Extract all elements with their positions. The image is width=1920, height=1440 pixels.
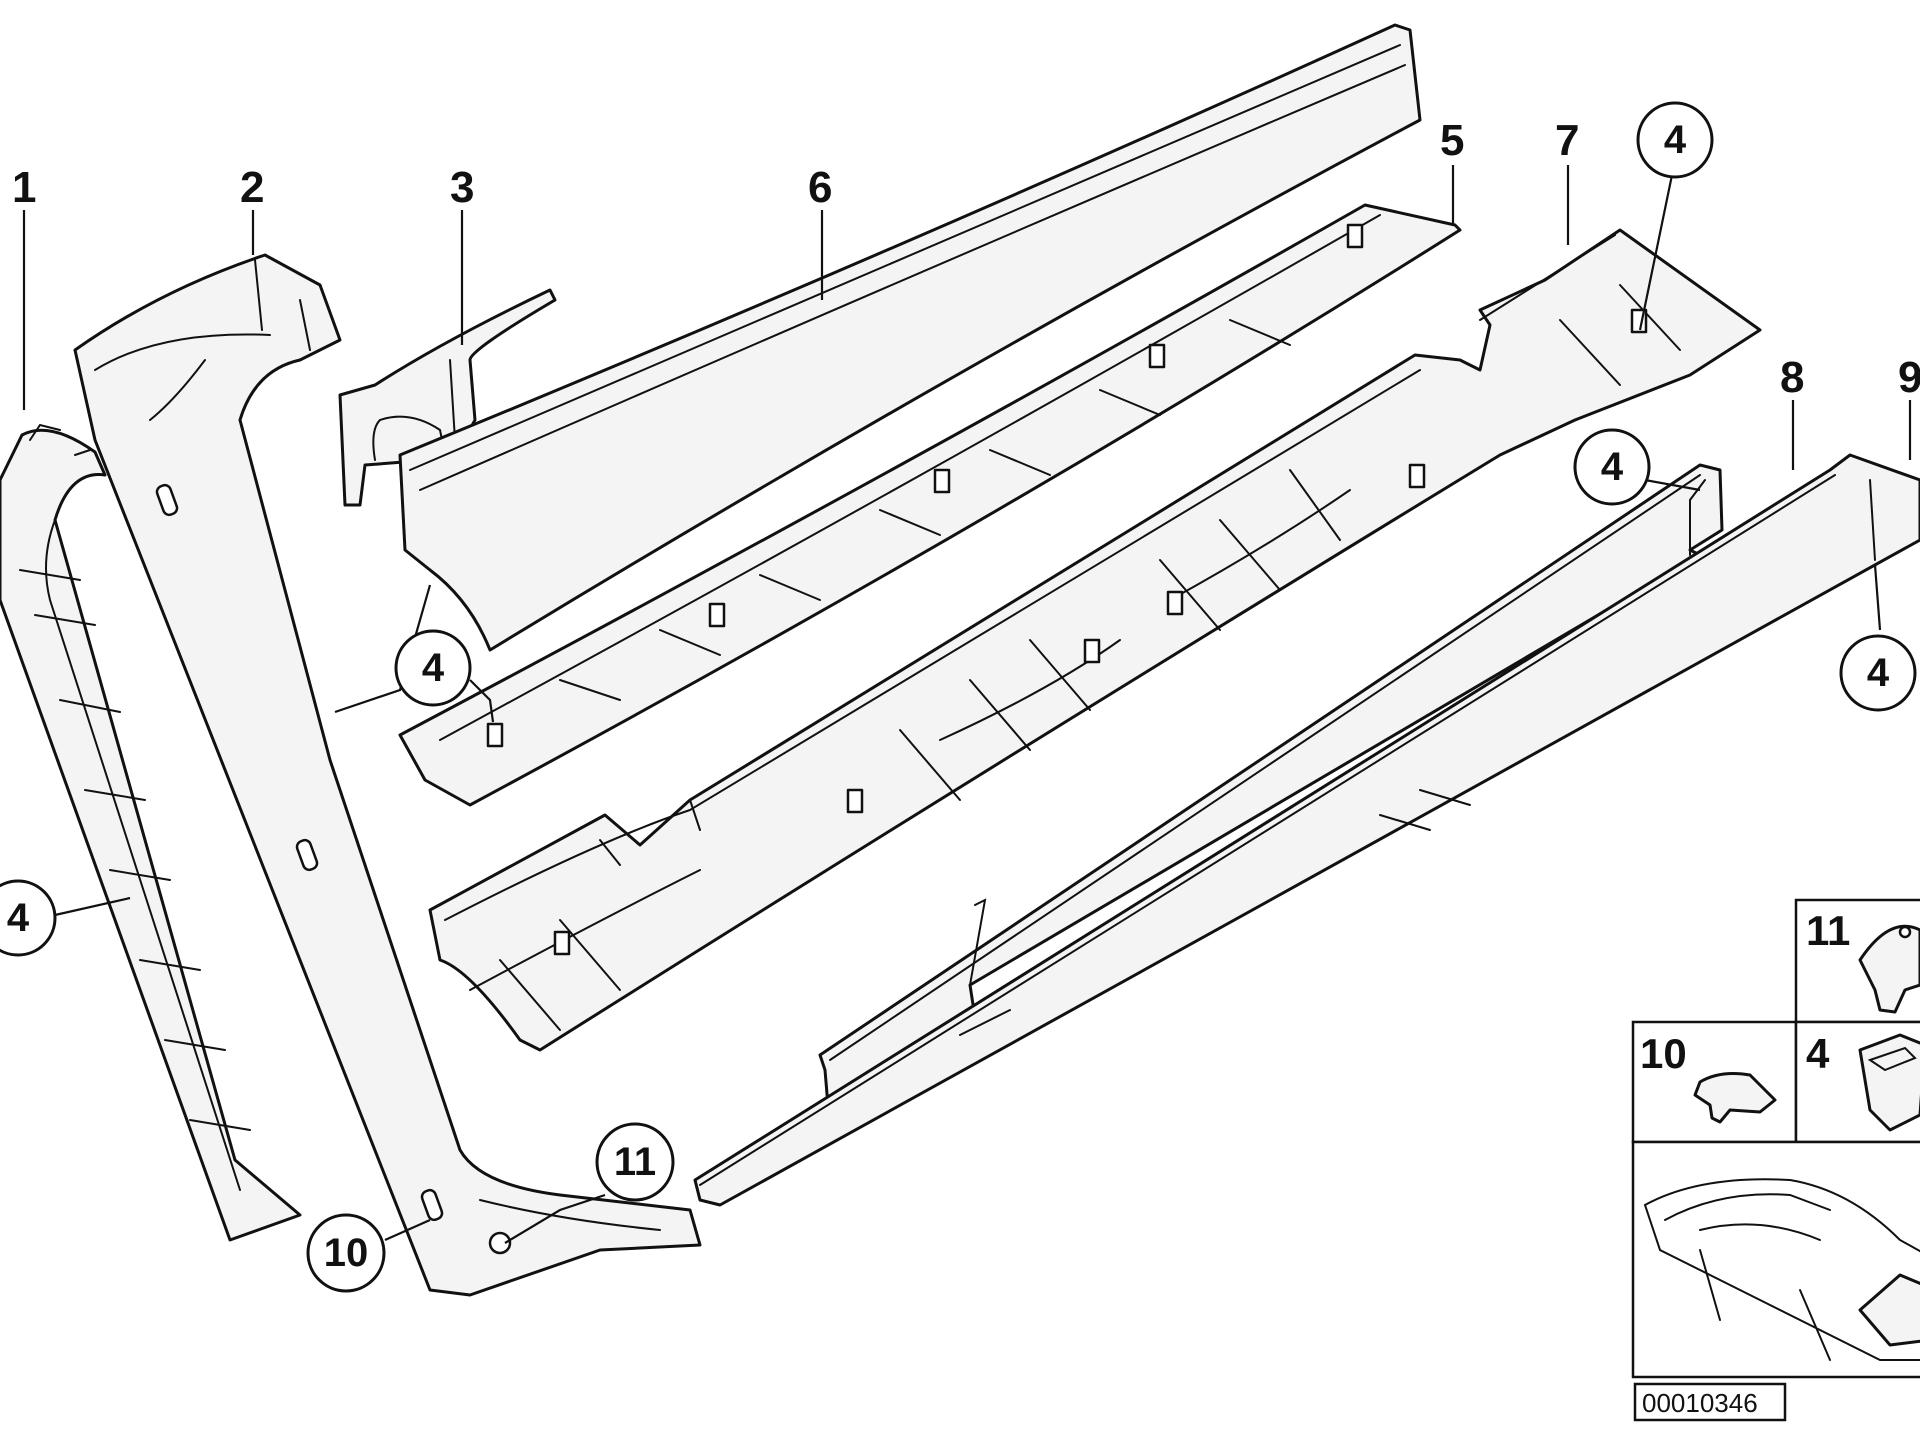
part-7-main-sill xyxy=(428,228,1762,1052)
callouts: 4 4 4 4 4 10 11 xyxy=(0,101,1917,1293)
svg-text:10: 10 xyxy=(324,1231,369,1275)
callout-10 xyxy=(306,1213,386,1293)
callout-4-mid-right xyxy=(1573,428,1651,506)
svg-text:4: 4 xyxy=(422,646,445,690)
label-7: 7 xyxy=(1555,116,1579,165)
callout-4-top-right xyxy=(1636,101,1714,179)
rivet-icon xyxy=(1858,924,1920,1014)
label-5: 5 xyxy=(1440,116,1464,165)
callout-4-left xyxy=(0,879,57,957)
part-5-inner-sill xyxy=(398,203,1462,807)
reference-number: 00010346 xyxy=(1642,1388,1758,1418)
vehicle-outline-icon xyxy=(1643,1178,1920,1361)
number-labels: 1 2 3 6 5 7 8 9 xyxy=(12,116,1920,470)
inset-label-10: 10 xyxy=(1640,1030,1687,1077)
svg-text:4: 4 xyxy=(1664,118,1687,162)
part-6-top-cover xyxy=(398,23,1422,652)
label-9: 9 xyxy=(1898,353,1920,402)
callout-4-far-right xyxy=(1839,634,1917,712)
inset-box-10 xyxy=(1631,1020,1798,1144)
svg-text:4: 4 xyxy=(1867,651,1890,695)
label-1: 1 xyxy=(12,163,36,212)
label-8: 8 xyxy=(1780,353,1804,402)
svg-text:4: 4 xyxy=(7,896,30,940)
svg-text:11: 11 xyxy=(614,1140,656,1184)
plug-icon xyxy=(1693,1072,1777,1124)
callout-11 xyxy=(595,1122,675,1202)
callout-4-middle xyxy=(394,629,472,707)
svg-text:4: 4 xyxy=(1601,445,1624,489)
part-2-a-pillar-trim xyxy=(73,253,702,1297)
label-3: 3 xyxy=(450,163,474,212)
inset-panel: 11 10 4 00010346 xyxy=(1631,898,1920,1422)
part-9-lower-sill xyxy=(693,453,1920,1207)
inset-label-11: 11 xyxy=(1806,907,1850,954)
inset-label-4: 4 xyxy=(1806,1030,1830,1077)
label-6: 6 xyxy=(808,163,832,212)
clip-icon xyxy=(1858,1033,1920,1132)
inset-box-vehicle xyxy=(1631,1140,1920,1379)
reference-number-box xyxy=(1633,1382,1787,1422)
label-2: 2 xyxy=(240,163,264,212)
part-1-pillar-trim xyxy=(0,423,302,1242)
